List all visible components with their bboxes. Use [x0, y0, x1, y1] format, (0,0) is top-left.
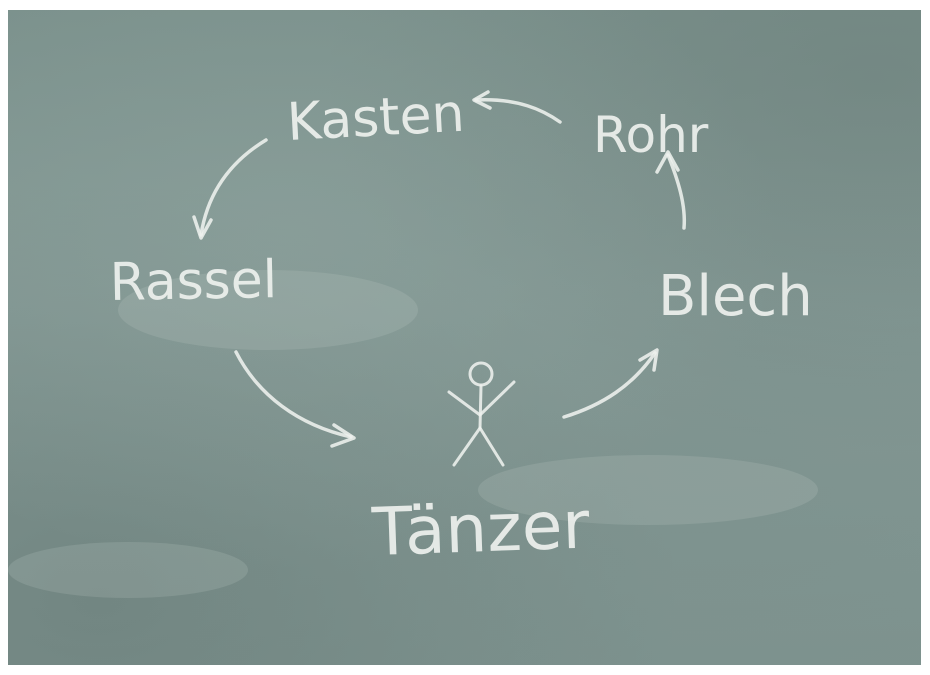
word-rohr: Rohr [593, 106, 709, 164]
word-blech: Blech [658, 264, 813, 329]
word-rassel: Rassel [109, 250, 278, 313]
arrow-rohr-to-kasten [472, 90, 562, 124]
chalk-smudges [8, 270, 818, 598]
word-kasten: Kasten [286, 84, 466, 153]
arrow-kasten-to-rassel [192, 138, 268, 240]
arrow-blech-to-rohr [655, 150, 687, 230]
chalk-drawing: Kasten Rohr Rassel Blech Tänzer [8, 84, 818, 598]
arrow-rassel-to-taenzer [234, 350, 356, 448]
chalkboard: Kasten Rohr Rassel Blech Tänzer [8, 10, 921, 665]
word-taenzer: Tänzer [370, 486, 592, 571]
stick-figure-dancer [447, 361, 516, 467]
arrow-taenzer-to-blech [562, 348, 659, 419]
